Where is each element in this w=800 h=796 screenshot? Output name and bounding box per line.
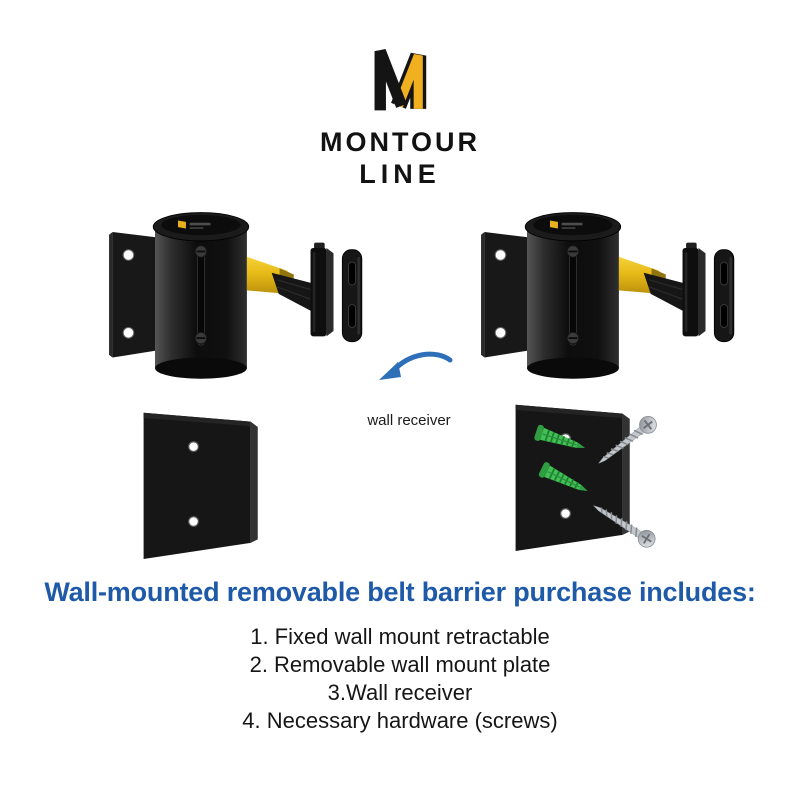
includes-heading: Wall-mounted removable belt barrier purc… [44,577,756,607]
includes-list: 1. Fixed wall mount retractable 2. Remov… [0,623,800,735]
include-item-4: 4. Necessary hardware (screws) [242,708,558,733]
include-item-2: 2. Removable wall mount plate [249,652,551,677]
retractable-barrier-left-image [98,202,364,392]
montour-line-logo-icon [374,49,427,111]
retractable-barrier-right-image [470,202,736,392]
wall-receiver-arrow-icon [379,351,453,380]
include-item-1: 1. Fixed wall mount retractable [250,624,550,649]
wall-receiver-label: wall receiver [367,412,451,429]
wall-mount-plate-left-image [122,402,274,567]
brand-name-top: MONTOUR [320,127,480,157]
brand-name-bottom: LINE [359,159,441,189]
include-item-3: 3.Wall receiver [327,680,473,705]
